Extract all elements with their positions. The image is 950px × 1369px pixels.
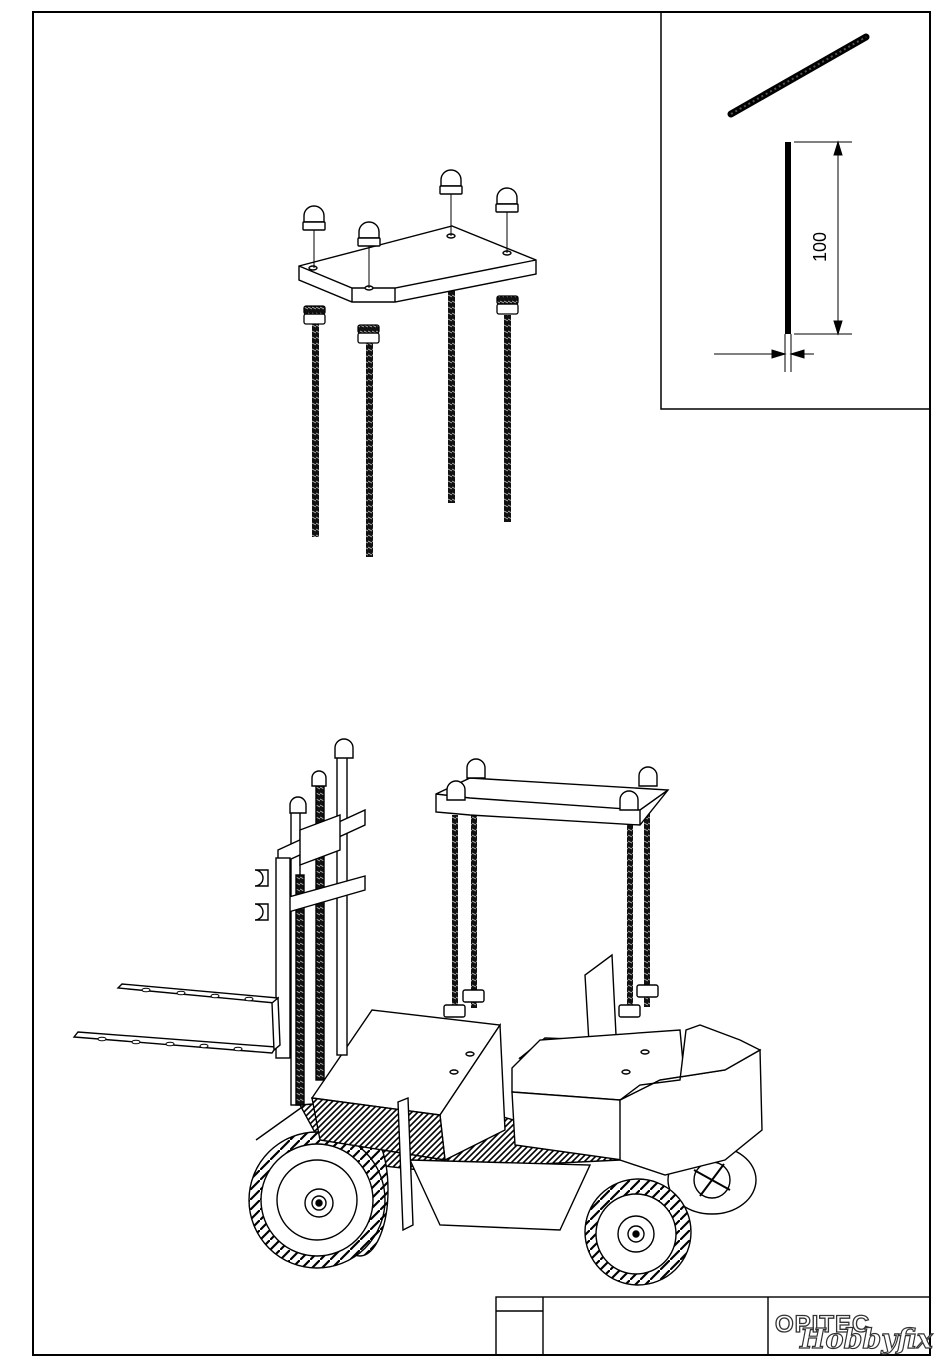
rear-drive-wheel bbox=[585, 1179, 691, 1285]
fork-tines bbox=[74, 984, 280, 1053]
cab-rod-nuts bbox=[444, 985, 658, 1017]
roof-plate bbox=[299, 226, 536, 302]
hex-nuts bbox=[304, 296, 518, 343]
threaded-rod-side-view bbox=[785, 142, 791, 334]
cap-nuts bbox=[303, 170, 518, 246]
cab-roof-rods bbox=[452, 808, 650, 1017]
chassis-lower-panel bbox=[410, 1160, 590, 1230]
threaded-rod-isometric bbox=[731, 37, 866, 114]
dimension-label: 100 bbox=[810, 232, 830, 262]
threaded-rod-detail: 100 bbox=[661, 12, 930, 409]
detail-box-frame bbox=[661, 12, 930, 409]
roof-exploded-view bbox=[299, 170, 536, 557]
threaded-rods bbox=[312, 290, 511, 557]
logo-script-text: Hobbyfix bbox=[799, 1324, 934, 1355]
dimension-line-diameter bbox=[714, 334, 814, 372]
opitec-hobbyfix-logo: OPITEC Hobbyfix bbox=[775, 1311, 934, 1355]
forklift-assembly-view bbox=[74, 739, 762, 1285]
